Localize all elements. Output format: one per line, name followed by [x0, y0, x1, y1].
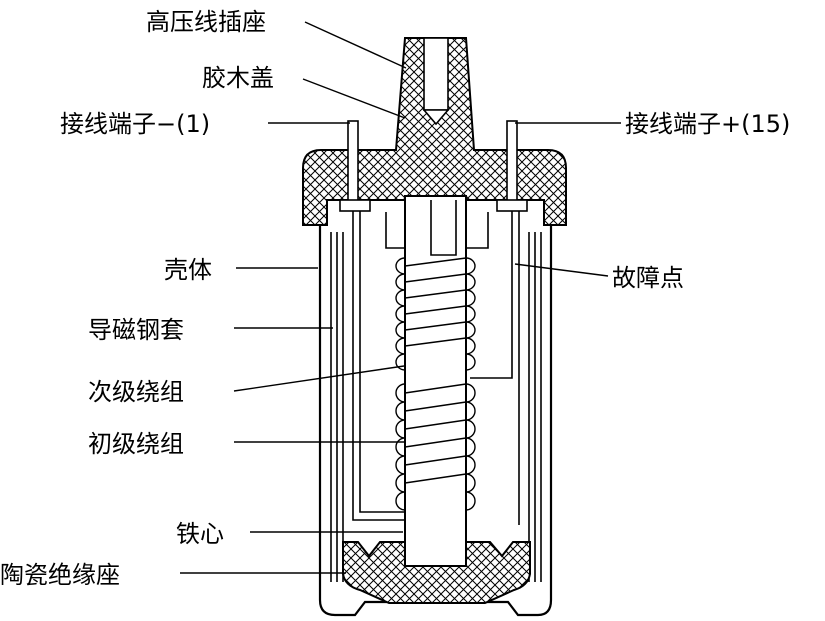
hv-socket-contact: [422, 109, 450, 126]
terminal-nut-pos: [496, 199, 528, 212]
primary-winding: [395, 383, 476, 511]
label-primary-winding: 初级绕组: [88, 430, 184, 458]
label-hv-socket: 高压线插座: [146, 8, 266, 36]
bakelite-cover: [302, 37, 567, 226]
ceramic-base: [342, 541, 531, 604]
hv-lead-in-core: [430, 200, 457, 256]
coil-former: [385, 212, 489, 249]
primary-lead-wire-outer: [359, 211, 405, 513]
iron-core: [404, 195, 467, 567]
label-fault-point: 故障点: [612, 264, 684, 292]
terminal-post-pos: [506, 120, 518, 203]
label-bakelite-cover: 胶木盖: [202, 64, 274, 92]
label-ceramic-base: 陶瓷绝缘座: [0, 561, 120, 589]
label-secondary-winding: 次级绕组: [88, 378, 184, 406]
label-terminal-pos: 接线端子+(15): [625, 110, 790, 138]
terminal-nut-neg: [339, 199, 371, 212]
hv-socket-hole: [423, 37, 449, 111]
label-terminal-neg: 接线端子−(1): [60, 110, 210, 138]
terminal-post-neg: [347, 120, 359, 203]
leader-lines: [180, 21, 621, 574]
magnetic-sleeve: [330, 232, 542, 582]
label-magnetic-sleeve: 导磁钢套: [88, 316, 184, 344]
secondary-winding: [395, 257, 476, 371]
primary-lead-wire: [352, 211, 405, 521]
inner-lead-right: [470, 211, 513, 379]
label-housing: 壳体: [164, 256, 212, 284]
label-iron-core: 铁心: [176, 520, 224, 548]
